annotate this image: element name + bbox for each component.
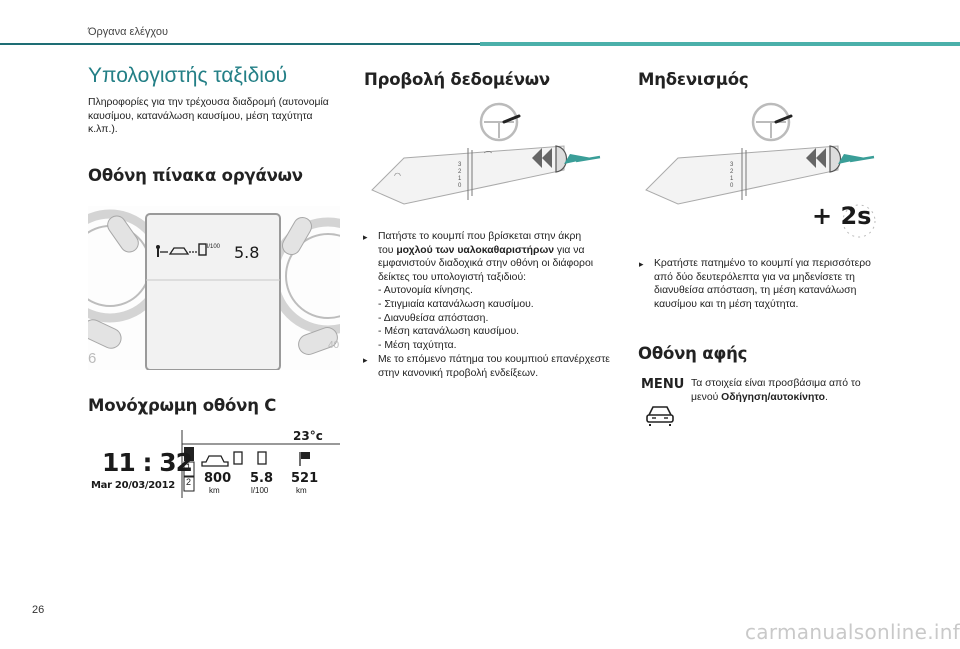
distance-unit: km — [296, 486, 307, 495]
header-rule — [0, 42, 960, 46]
page-title: Υπολογιστής ταξιδιού — [88, 64, 288, 87]
slot-1: 1 — [186, 462, 192, 472]
stalk-end-button — [829, 145, 842, 173]
reset-instruction: ▸ Κρατήστε πατημένο το κουμπί για περισσ… — [639, 258, 871, 310]
page-number: 26 — [32, 604, 45, 616]
clock-date: Mar 20/03/2012 — [91, 480, 175, 491]
finish-flag-icon — [299, 452, 310, 466]
car-icon — [168, 247, 190, 255]
data-display-heading: Προβολή δεδομένων — [364, 70, 550, 89]
list-item: - Αυτονομία κίνησης. — [378, 285, 473, 297]
list-item: - Μέση ταχύτητα. — [378, 339, 457, 351]
press-arrow-icon — [564, 154, 592, 164]
indicator-list: - Αυτονομία κίνησης. - Στιγμιαία κατανάλ… — [378, 284, 608, 352]
car-icon — [645, 403, 675, 427]
arrow-bullet-icon: ▸ — [363, 355, 368, 365]
outside-temperature: 23°c — [293, 429, 323, 443]
section-name: Όργανα ελέγχου — [88, 26, 168, 38]
distance-value: 521 — [291, 471, 319, 486]
instrument-panel-heading: Οθόνη πίνακα οργάνων — [88, 166, 303, 185]
clock-time: 11 : 32 — [102, 448, 193, 477]
fuel-pump-icon — [198, 243, 207, 256]
mono-display-illustration: 11 : 32 Mar 20/03/2012 23°c 1 2 800 km 5… — [88, 429, 343, 500]
intro-line: Πληροφορίες για την τρέχουσα διαδρομή (α… — [88, 97, 329, 108]
steering-wheel-icon — [751, 102, 791, 142]
press-arrow-icon — [838, 154, 866, 164]
touch-screen-heading: Οθόνη αφής — [638, 344, 748, 363]
svg-text:⌒: ⌒ — [484, 151, 492, 160]
right-gauge-digit: 40 — [328, 340, 340, 351]
instrument-value: 5.8 — [234, 243, 260, 262]
arrow-bullet-icon: ▸ — [639, 259, 644, 269]
intro-text: Πληροφορίες για την τρέχουσα διαδρομή (α… — [88, 96, 329, 137]
wiper-stalk-term: μοχλού των υαλοκαθαριστήρων — [396, 244, 555, 256]
intro-line: καυσίμου, κατανάλωση καυσίμου, μέση ταχύ… — [88, 110, 313, 122]
touch-screen-text: Τα στοιχεία είναι προσβάσιμα από το μενο… — [691, 378, 861, 403]
press-instruction: ▸ Πατήστε το κουμπί που βρίσκεται στην ά… — [363, 230, 608, 352]
range-unit: km — [209, 486, 220, 495]
list-item: - Μέση κατανάλωση καυσίμου. — [378, 326, 520, 338]
slot-2: 2 — [186, 477, 192, 487]
fuel-tank-icon — [257, 451, 267, 465]
steering-wheel-icon — [479, 102, 519, 142]
stalk-end-button — [555, 145, 568, 173]
arrow-bullet-icon: ▸ — [363, 232, 368, 242]
reset-heading: Μηδενισμός — [638, 70, 749, 89]
intro-line: κ.λπ.). — [88, 124, 118, 136]
instrument-unit: l/100 — [207, 244, 221, 250]
car-icon — [201, 455, 229, 467]
hold-duration-label: + 2s — [812, 202, 872, 230]
menu-button-label: MENU — [641, 377, 685, 392]
press-again-instruction: ▸ Με το επόμενο πάτημα του κουμπιού επαν… — [363, 354, 610, 379]
fuel-pump-icon — [233, 451, 243, 465]
svg-text:◠: ◠ — [394, 171, 401, 180]
mono-display-heading: Μονόχρωμη οθόνη C — [88, 396, 277, 415]
car-mode-icon — [184, 447, 194, 461]
watermark: carmanualsonline.info — [745, 620, 960, 644]
consumption-value: 5.8 — [250, 471, 274, 486]
range-value: 800 — [204, 471, 232, 486]
list-item: - Διανυθείσα απόσταση. — [378, 312, 489, 324]
timer-dial-icon — [842, 204, 876, 238]
list-item: - Στιγμιαία κατανάλωση καυσίμου. — [378, 298, 534, 310]
left-gauge-digit: 6 — [88, 350, 97, 367]
menu-path: Οδήγηση/αυτοκίνητο — [721, 391, 826, 403]
instrument-panel-illustration — [88, 206, 340, 370]
consumption-unit: l/100 — [251, 486, 269, 495]
